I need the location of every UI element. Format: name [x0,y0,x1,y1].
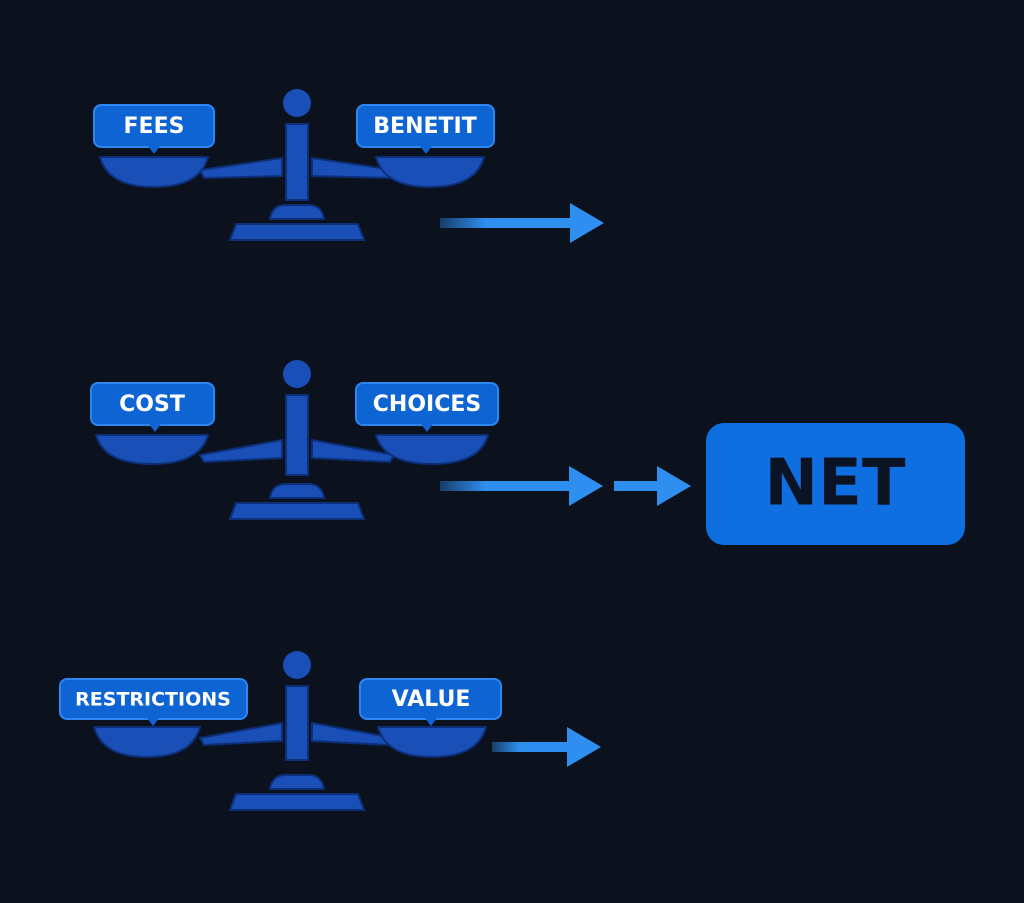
net-result-box: NET [706,423,965,545]
label-choices: CHOICES [355,382,499,432]
label-benetit: BENETIT [356,104,495,154]
balance-scale-1: FEES BENETIT [93,89,604,243]
balance-scale-3: RESTRICTIONS VALUE [59,651,601,811]
label-benetit-text: BENETIT [373,114,476,139]
label-choices-text: CHOICES [373,392,481,417]
arrow-right-icon [614,466,691,506]
label-value-text: VALUE [392,687,471,712]
balance-scale-icon [94,360,490,520]
label-restrictions-text: RESTRICTIONS [75,689,231,711]
arrow-right-icon [440,466,603,506]
label-cost: COST [90,382,215,432]
arrow-right-icon [492,727,601,767]
label-cost-text: COST [119,392,185,417]
balance-scale-icon [98,89,486,241]
label-restrictions: RESTRICTIONS [59,678,248,726]
balance-scale-2: COST CHOICES [90,360,691,520]
label-fees-text: FEES [124,114,185,139]
arrow-right-icon [440,203,604,243]
label-fees: FEES [93,104,215,154]
balance-scale-icon [92,651,488,811]
label-value: VALUE [359,678,502,726]
net-result-label: NET [765,447,906,521]
